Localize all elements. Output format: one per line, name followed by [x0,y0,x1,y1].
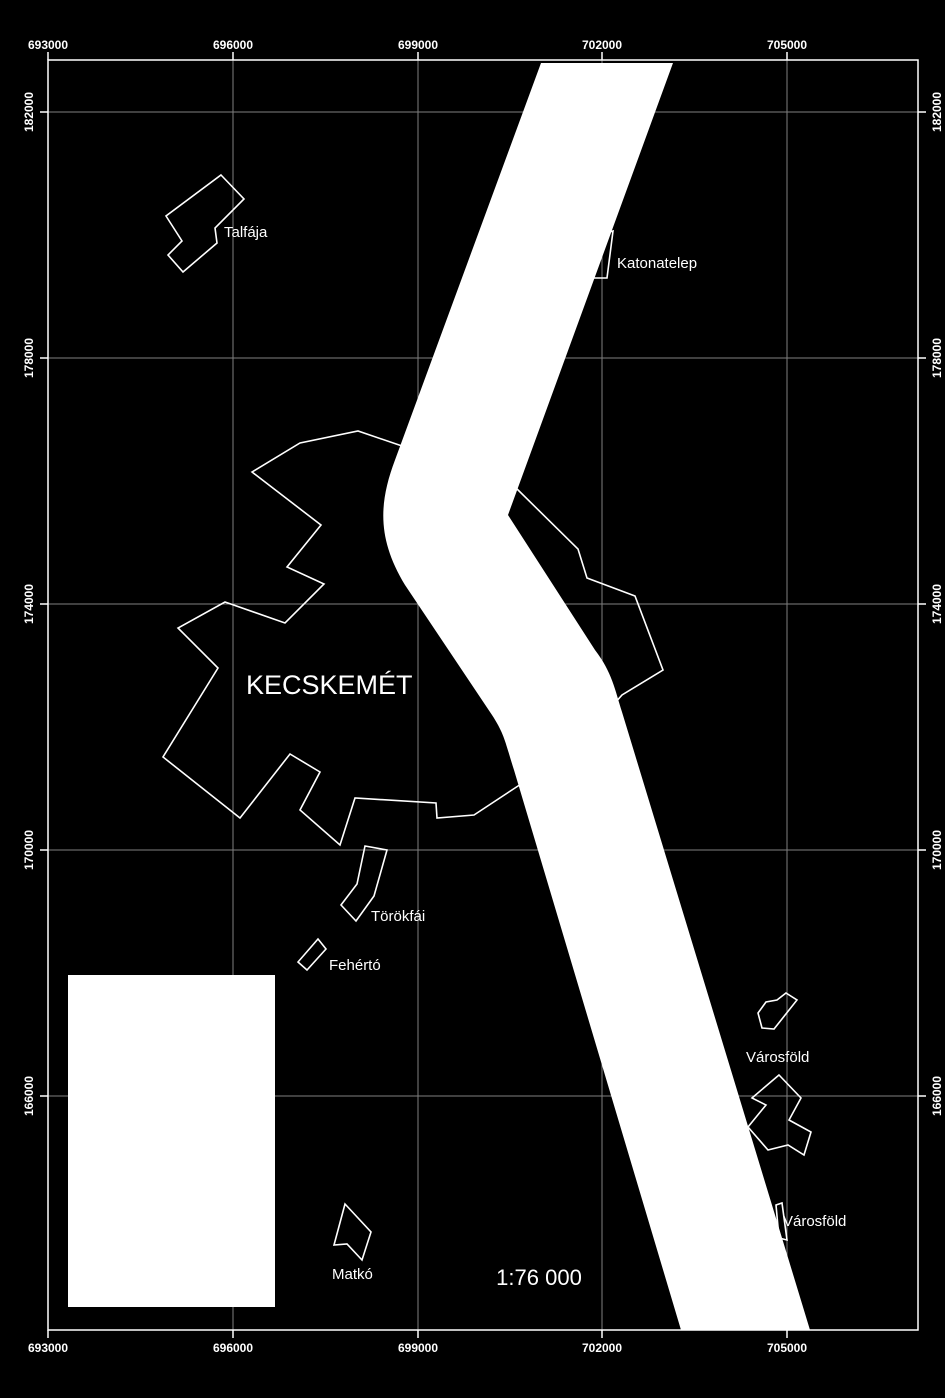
place-label-fehertó: Fehértó [329,957,381,974]
place-label-varosfold-2: Városföld [783,1213,846,1230]
y-tick-labels-left: 182000 178000 174000 170000 166000 [22,92,36,1116]
place-label-katonatelep: Katonatelep [617,255,697,272]
x-tick-label: 705000 [767,1341,807,1355]
y-tick-label: 170000 [930,830,944,870]
y-tick-label: 174000 [22,584,36,624]
x-tick-label: 696000 [213,38,253,52]
outline-varosfold-1 [757,992,799,1030]
x-tick-label: 702000 [582,1341,622,1355]
y-tick-label: 166000 [22,1076,36,1116]
outline-talfaja [164,173,246,274]
y-tick-label: 170000 [22,830,36,870]
y-tick-label: 182000 [930,92,944,132]
outline-fehertó [296,937,328,972]
map-frame [47,59,919,1331]
x-tick-label: 702000 [582,38,622,52]
outline-matko [332,1202,372,1262]
x-tick-label: 699000 [398,1341,438,1355]
x-tick-labels-top: 693000 696000 699000 702000 705000 [28,38,807,52]
place-label-varosfold-1: Városföld [746,1049,809,1066]
place-label-talfaja: Talfája [224,224,268,241]
y-tick-label: 166000 [930,1076,944,1116]
x-tick-labels-bottom: 693000 696000 699000 702000 705000 [28,1341,807,1355]
x-tick-label: 705000 [767,38,807,52]
outline-torokfai [339,845,389,923]
y-tick-label: 178000 [22,338,36,378]
place-label-torokfai: Törökfái [371,908,425,925]
x-tick-label: 699000 [398,38,438,52]
road-corridor [383,63,810,1330]
y-tick-label: 182000 [22,92,36,132]
x-tick-label: 693000 [28,1341,68,1355]
y-tick-label: 174000 [930,584,944,624]
place-labels: Talfája Katonatelep KECSKEMÉT Törökfái F… [224,224,846,1283]
y-tick-labels-right: 182000 178000 174000 170000 166000 [930,92,944,1116]
legend-box [68,975,275,1307]
outline-varosfold-2 [746,1073,812,1157]
y-tick-label: 178000 [930,338,944,378]
tick-marks [40,52,926,1338]
place-label-matko: Matkó [332,1266,373,1283]
coordinate-grid [47,60,918,1330]
outline-kecskemet [161,430,664,847]
x-tick-label: 696000 [213,1341,253,1355]
scale-text: 1:76 000 [496,1265,582,1290]
place-label-kecskemet: KECSKEMÉT [246,670,413,700]
x-tick-label: 693000 [28,38,68,52]
